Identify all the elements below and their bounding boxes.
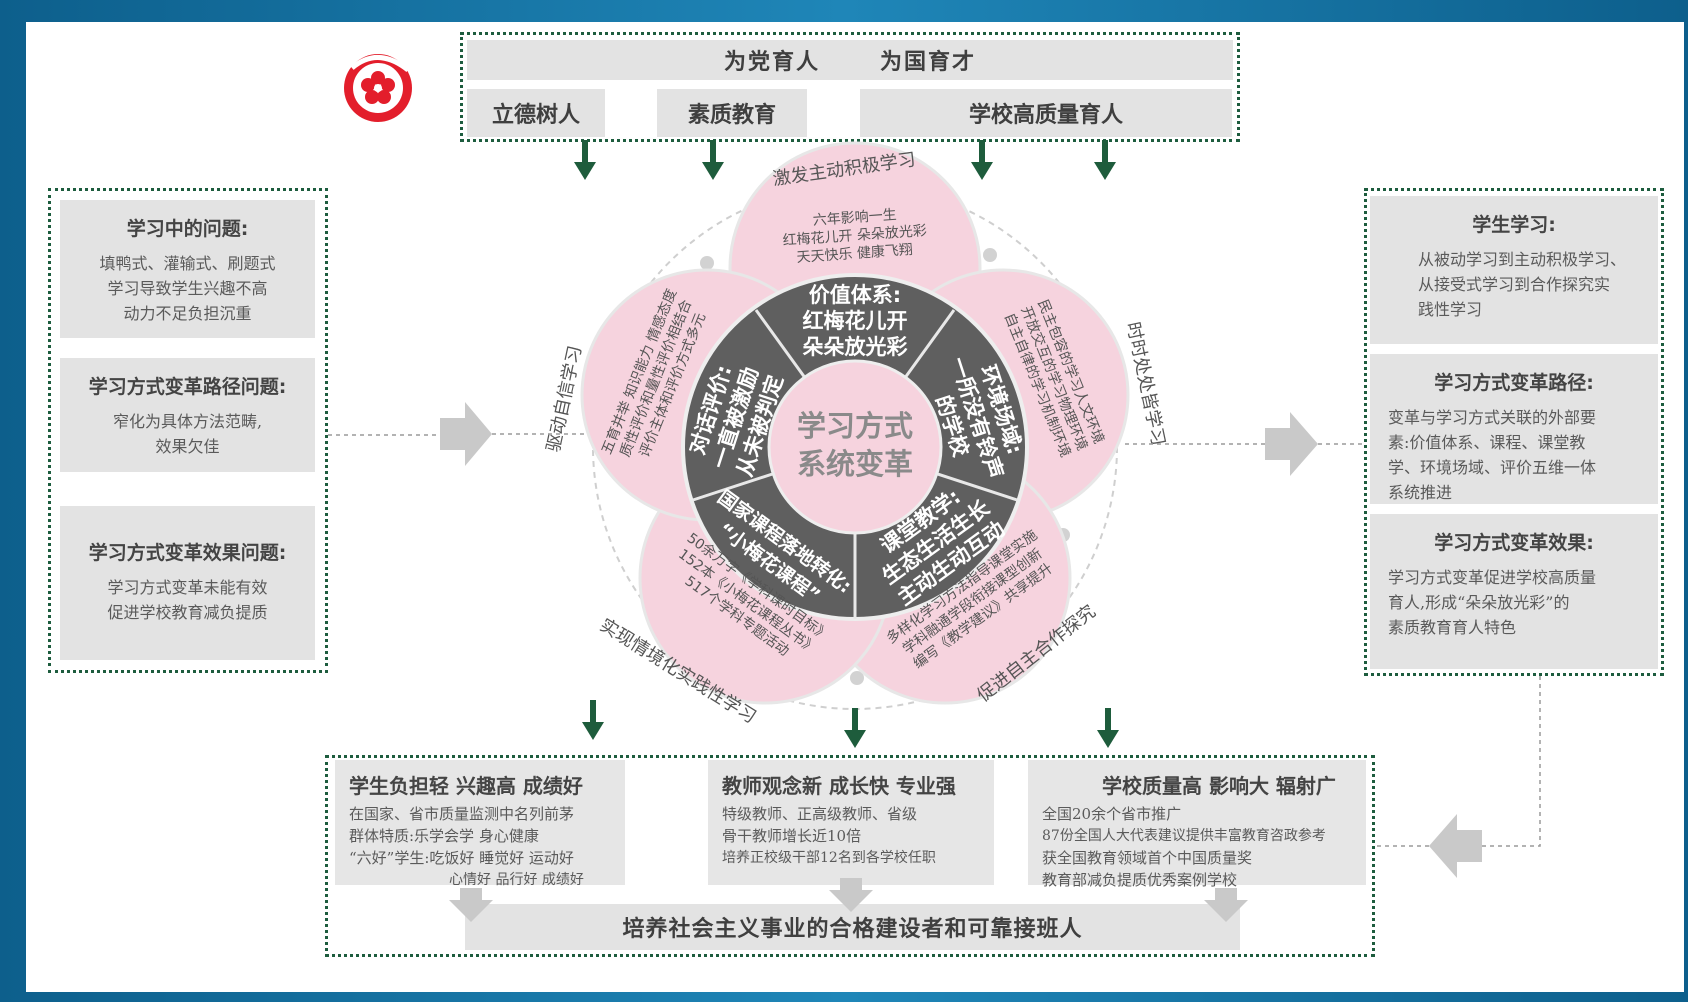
right-panel-2-line: 系统推进 xyxy=(1388,483,1453,502)
outcome-line: “六好”学生:吃饭好 睡觉好 运动好 xyxy=(349,849,574,867)
right-panel-3-title: 学习方式变革效果: xyxy=(1434,532,1594,554)
outcome-students-title: 学生负担轻 兴趣高 成绩好 xyxy=(349,774,583,798)
right-panel-3-line: 学习方式变革促进学校高质量 xyxy=(1388,568,1597,587)
outcome-line: 全国20余个省市推广 xyxy=(1042,805,1182,823)
goal-box-quality: 素质教育 xyxy=(657,89,807,137)
goal-text-school: 学校高质量育人 xyxy=(968,103,1123,128)
bottom-banner: 培养社会主义事业的合格建设者和可靠接班人 xyxy=(465,904,1240,950)
top-goal-bar: 为党育人 为国育才 xyxy=(467,40,1233,80)
left-panel-2: 学习方式变革路径问题: 窄化为具体方法范畴, 效果欠佳 xyxy=(60,358,315,472)
goal-box-moral: 立德树人 xyxy=(467,89,605,137)
right-solutions-box xyxy=(1364,188,1664,676)
outer-label-right: 时时处处皆学习 xyxy=(1122,320,1169,448)
plum-blossom-logo xyxy=(344,54,412,122)
right-panel-2-line: 学、环境场域、评价五维一体 xyxy=(1388,458,1597,477)
goal-text-quality: 素质教育 xyxy=(687,103,776,128)
sector-top-line: 价值体系: xyxy=(809,283,901,307)
left-panel-3-line: 促进学校教育减负提质 xyxy=(107,603,268,622)
outcome-line: 获全国教育领域首个中国质量奖 xyxy=(1042,849,1253,867)
outcome-students: 学生负担轻 兴趣高 成绩好 在国家、省市质量监测中名列前茅 群体特质:乐学会学 … xyxy=(335,760,625,888)
connectors xyxy=(328,433,1541,847)
right-panel-2: 学习方式变革路径: 变革与学习方式关联的外部要素:价值体系、课程、课堂教学、环境… xyxy=(1370,354,1658,504)
arrow-right-left-panel xyxy=(440,402,492,466)
right-panel-1: 学生学习: 从被动学习到主动积极学习、从接受式学习到合作探究实践性学习 xyxy=(1370,196,1658,344)
goal-label-party: 为党育人 xyxy=(723,50,820,75)
left-panel-3: 学习方式变革效果问题: 学习方式变革未能有效促进学校教育减负提质 xyxy=(60,506,315,660)
outcome-line: 群体特质:乐学会学 身心健康 xyxy=(349,827,539,845)
left-panel-1-line: 学习导致学生兴趣不高 xyxy=(107,279,268,298)
left-panel-1-title: 学习中的问题: xyxy=(126,218,249,240)
arrow-left-bottom xyxy=(1429,814,1482,878)
goal-box-school: 学校高质量育人 xyxy=(860,89,1232,137)
outcomes-box xyxy=(325,755,1375,957)
left-panel-3-title: 学习方式变革效果问题: xyxy=(88,542,287,564)
left-problems-box xyxy=(48,188,328,673)
goal-label-country: 为国育才 xyxy=(880,50,977,75)
left-panel-2-title: 学习方式变革路径问题: xyxy=(88,376,287,398)
arrow-right-to-right-panel xyxy=(1265,412,1318,476)
left-panel-1-line: 填鸭式、灌输式、刷题式 xyxy=(99,254,276,273)
right-panel-3-line: 育人,形成“朵朵放光彩”的 xyxy=(1388,593,1570,612)
outcome-line: 培养正校级干部12名到各学校任职 xyxy=(722,850,936,866)
center-title-line1: 学习方式 xyxy=(797,409,913,443)
right-panel-1-line: 从接受式学习到合作探究实 xyxy=(1418,275,1611,294)
outer-label-left: 驱动自信学习 xyxy=(543,344,586,454)
outcome-line: 心情好 品行好 成绩好 xyxy=(449,872,584,888)
outcome-line: 87份全国人大代表建议提供丰富教育咨政参考 xyxy=(1042,828,1326,844)
outcome-school-title: 学校质量高 影响大 辐射广 xyxy=(1102,774,1336,798)
outcome-line: 骨干教师增长近10倍 xyxy=(722,827,862,845)
right-panel-1-line: 践性学习 xyxy=(1418,300,1483,319)
left-panel-1: 学习中的问题: 填鸭式、灌输式、刷题式学习导致学生兴趣不高动力不足负担沉重 xyxy=(60,200,315,338)
left-panel-2-line: 窄化为具体方法范畴, xyxy=(112,412,263,431)
right-panel-1-title: 学生学习: xyxy=(1472,214,1556,236)
outcome-school: 学校质量高 影响大 辐射广 全国20余个省市推广 87份全国人大代表建议提供丰富… xyxy=(1028,760,1366,889)
petal-top-line: 六年影响一生 xyxy=(812,207,897,229)
right-panel-3-line: 素质教育育人特色 xyxy=(1388,618,1517,637)
arrow-down-2 xyxy=(829,878,873,912)
right-panel-2-title: 学习方式变革路径: xyxy=(1434,372,1594,394)
gray-arrows xyxy=(440,402,1482,922)
arrow-down-3 xyxy=(1204,888,1248,922)
right-panel-2-line: 变革与学习方式关联的外部要 xyxy=(1388,408,1597,427)
green-arrows-bottom xyxy=(582,700,1119,748)
right-panel-1-line: 从被动学习到主动积极学习、 xyxy=(1418,250,1627,269)
left-panel-3-line: 学习方式变革未能有效 xyxy=(107,578,268,597)
outcome-teachers: 教师观念新 成长快 专业强 特级教师、正高级教师、省级 骨干教师增长近10倍 培… xyxy=(708,760,994,885)
outcome-line: 在国家、省市质量监测中名列前茅 xyxy=(349,805,575,823)
right-panel-3: 学习方式变革效果: 学习方式变革促进学校高质量育人,形成“朵朵放光彩”的素质教育… xyxy=(1370,514,1658,669)
center-circle xyxy=(767,359,943,535)
left-panel-1-line: 动力不足负担沉重 xyxy=(123,304,252,323)
left-panel-2-line: 效果欠佳 xyxy=(155,437,220,456)
green-arrows-top xyxy=(574,140,1116,180)
sector-top-line: 红梅花儿开 xyxy=(803,309,908,333)
outcome-line: 教育部减负提质优秀案例学校 xyxy=(1042,871,1238,889)
outcome-teachers-title: 教师观念新 成长快 专业强 xyxy=(722,774,956,798)
goal-text-moral: 立德树人 xyxy=(491,103,580,128)
outcome-line: 特级教师、正高级教师、省级 xyxy=(722,805,918,823)
center-title-line2: 系统变革 xyxy=(797,447,913,481)
sector-top-line: 朵朵放光彩 xyxy=(803,335,908,359)
top-goals-box xyxy=(460,32,1240,142)
right-panel-2-line: 素:价值体系、课程、课堂教 xyxy=(1388,433,1586,452)
arrow-down-1 xyxy=(449,888,493,922)
